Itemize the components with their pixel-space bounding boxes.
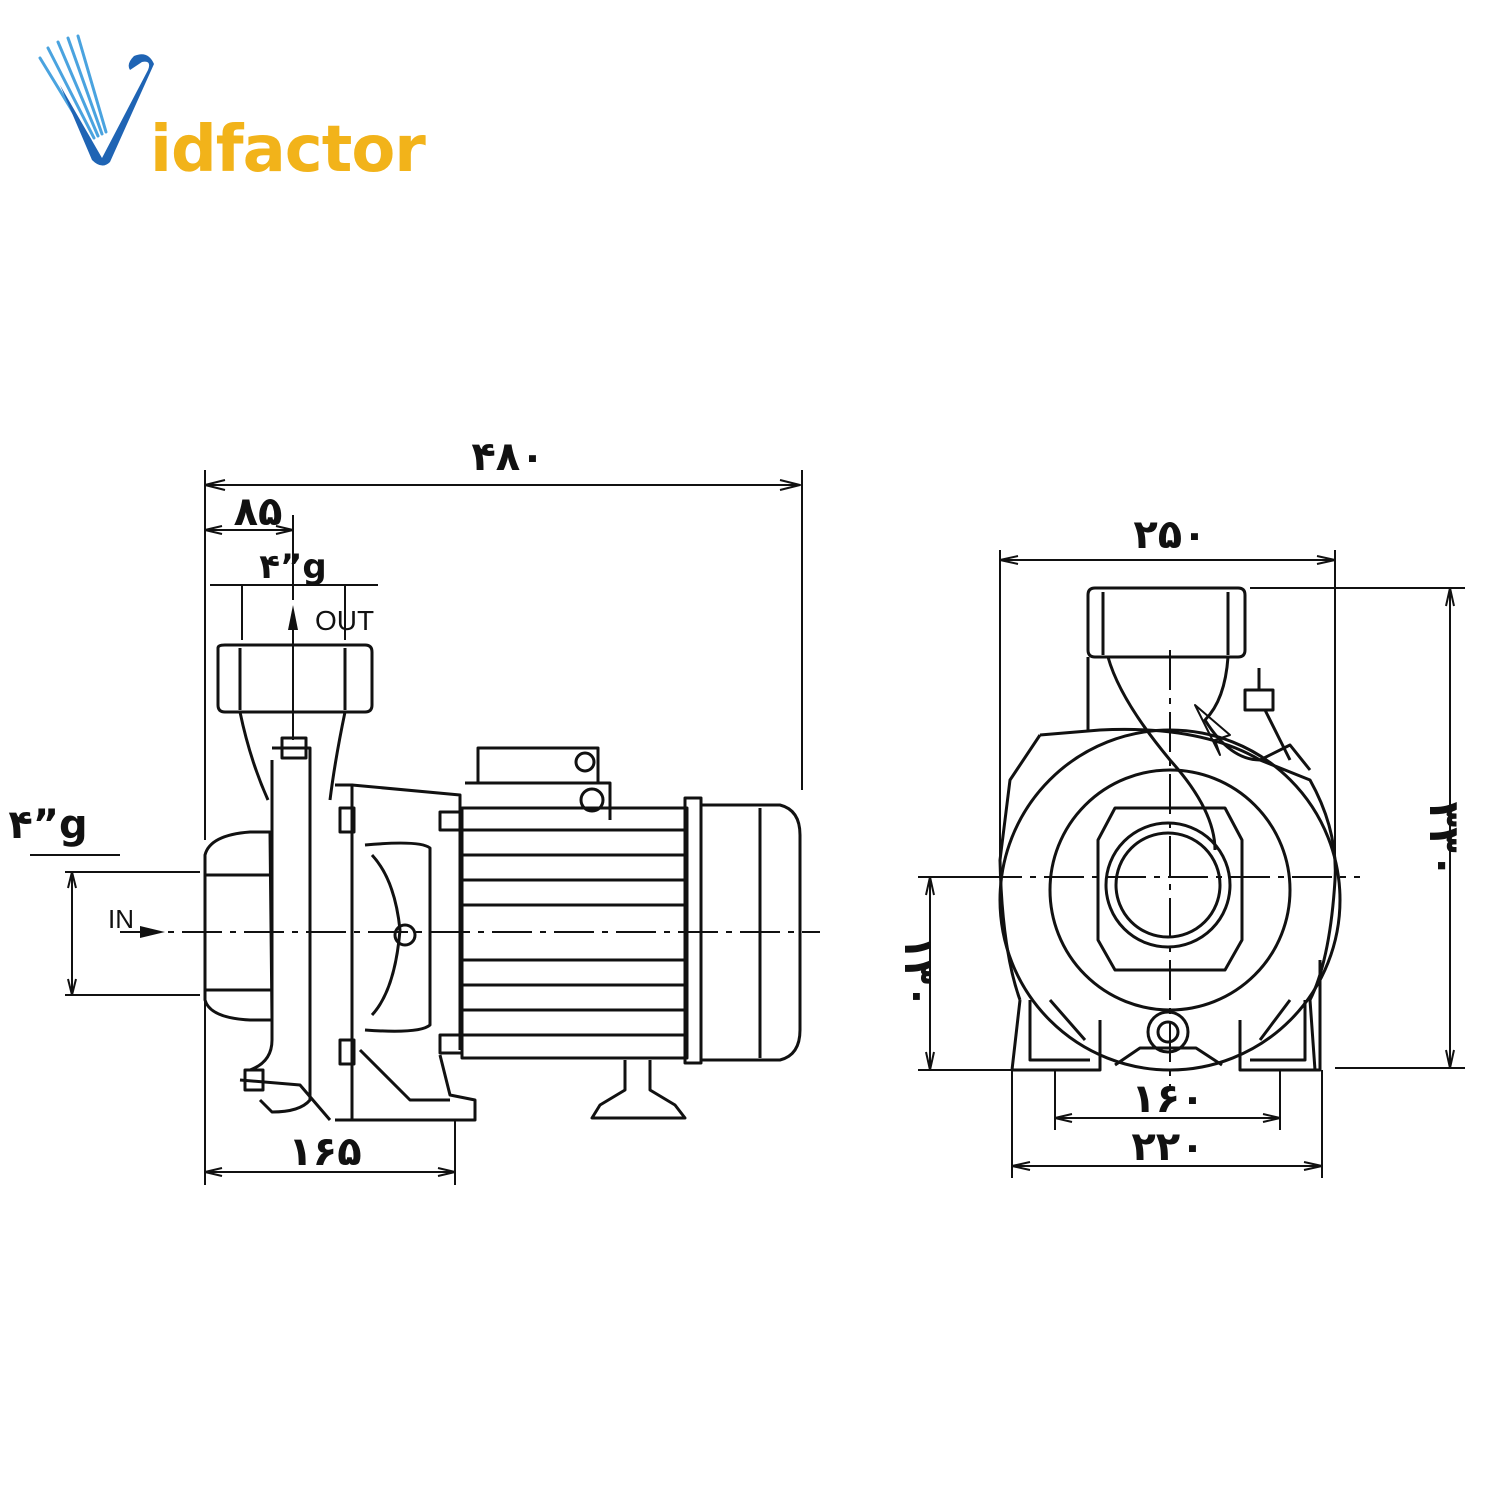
logo-v-mark-icon [38,34,154,166]
overall-height-label: ۳۳۰ [1420,802,1469,879]
inlet-size-label: ۴”g [8,802,87,848]
shaft-height-label: ۱۳۰ [895,935,941,1008]
foot-width-label: ۲۲۰ [1131,1124,1204,1170]
vidfactor-logo: idfactor [30,30,426,182]
foot-hole-spacing-label: ۱۶۰ [1131,1076,1204,1122]
outlet-label: OUT [315,605,374,636]
logo-wordmark: idfactor [150,113,426,187]
outlet-offset-label: ۸۵ [234,489,283,535]
inlet-label: IN [108,904,134,934]
overall-length-label: ۴۸۰ [471,434,544,480]
foot-length-label: ۱۶۵ [288,1129,361,1175]
overall-width-label: ۲۵۰ [1133,512,1206,558]
outlet-size-label: ۴”g [259,547,326,587]
